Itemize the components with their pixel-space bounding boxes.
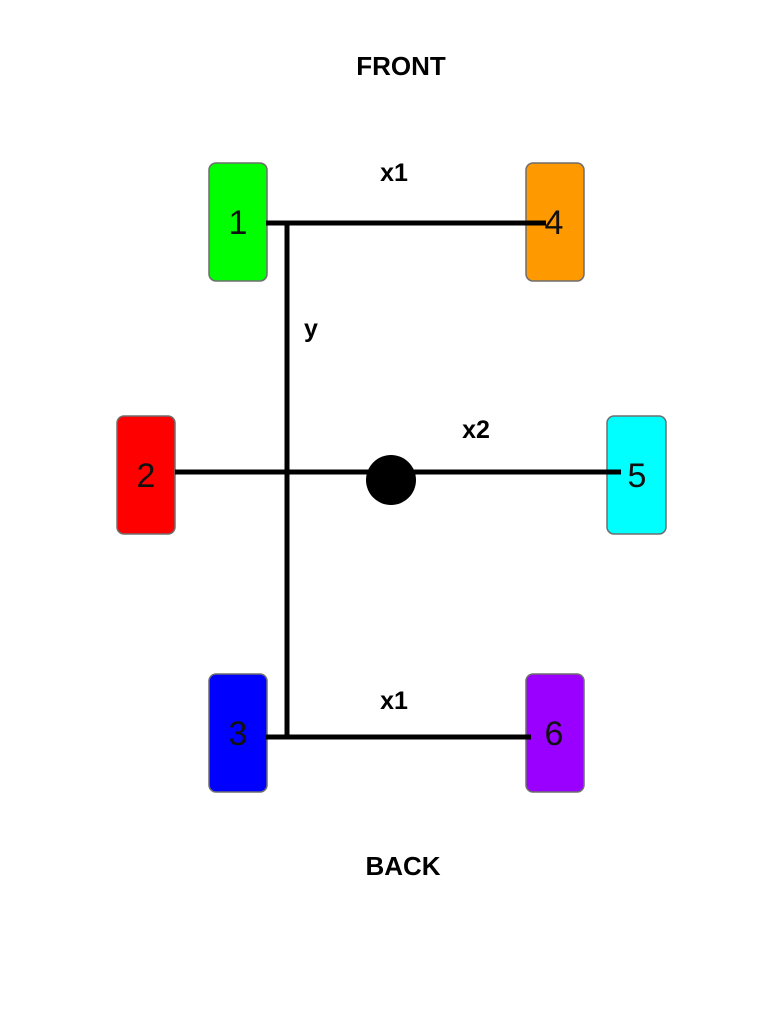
- back-label: BACK: [365, 851, 440, 881]
- x2-label: x2: [462, 416, 490, 444]
- wheel-5-number: 5: [628, 457, 647, 495]
- wheel-3-number: 3: [229, 715, 248, 753]
- wheel-3-body: [208, 673, 268, 793]
- wheel-6-body: [525, 673, 585, 793]
- wheel-2: 2: [116, 415, 176, 535]
- wheel-6-number: 6: [545, 715, 564, 753]
- wheel-3: 3: [208, 673, 268, 793]
- wheel-1: 1: [208, 162, 268, 282]
- wheel-6: 6: [525, 673, 585, 793]
- y-label: y: [304, 315, 318, 343]
- wheel-4-number: 4: [545, 204, 564, 242]
- front-label: FRONT: [356, 51, 446, 81]
- x1-bottom-label: x1: [380, 687, 408, 715]
- wheel-4: 4: [525, 162, 585, 282]
- wheel-1-number: 1: [229, 204, 248, 242]
- wheel-2-number: 2: [137, 457, 156, 495]
- wheel-5-body: [606, 415, 667, 535]
- center-point-marker: [366, 455, 416, 505]
- wheel-2-body: [116, 415, 176, 535]
- x1-top-label: x1: [380, 159, 408, 187]
- wheel-5: 5: [606, 415, 667, 535]
